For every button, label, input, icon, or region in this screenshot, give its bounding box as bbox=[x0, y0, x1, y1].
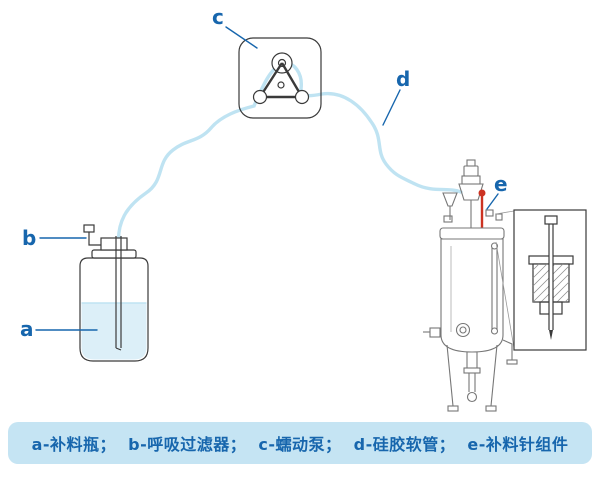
motor bbox=[463, 165, 479, 177]
pump-box bbox=[238, 37, 322, 119]
pump-hub bbox=[277, 81, 285, 89]
leader-e bbox=[486, 193, 499, 210]
filter-elbow-pipe bbox=[88, 232, 101, 246]
bottle-cap-flange bbox=[91, 249, 137, 259]
side-outlet-pipe bbox=[502, 339, 518, 365]
needle-detail-inset bbox=[495, 209, 587, 351]
silicone-tube bbox=[116, 61, 463, 250]
vessel-port bbox=[455, 322, 471, 338]
bottle-liquid bbox=[81, 303, 147, 360]
label-c: c bbox=[212, 5, 224, 29]
feed-needle-assembly bbox=[478, 189, 486, 230]
motor-mount bbox=[458, 183, 484, 201]
breathing-filter-port bbox=[83, 224, 101, 246]
motor-knob bbox=[466, 159, 476, 167]
head-nozzle-right bbox=[485, 209, 494, 217]
head-nozzle-far-right bbox=[495, 213, 503, 221]
feed-bottle bbox=[79, 224, 149, 362]
callout-line-top bbox=[495, 210, 515, 215]
bottle-neck bbox=[100, 237, 128, 251]
pump-roller-left bbox=[252, 89, 268, 105]
motor-coupling bbox=[461, 175, 481, 185]
head-plate bbox=[439, 227, 505, 240]
head-nozzle-left bbox=[443, 215, 453, 223]
peristaltic-pump bbox=[238, 37, 322, 119]
filter-cap bbox=[83, 224, 95, 233]
fitting-hatch bbox=[532, 263, 570, 303]
vessel-port-inner bbox=[459, 326, 467, 334]
addition-funnel bbox=[442, 192, 458, 207]
label-e: e bbox=[494, 172, 508, 196]
sight-glass bbox=[490, 242, 499, 335]
detail-needle bbox=[544, 215, 558, 340]
label-a: a bbox=[20, 317, 34, 341]
vessel-legs bbox=[446, 344, 498, 412]
dip-tube bbox=[115, 236, 122, 351]
pump-roller-right bbox=[294, 89, 310, 105]
legend-caption: a-补料瓶； b-呼吸过滤器； c-蠕动泵； d-硅胶软管； e-补料针组件 bbox=[8, 422, 592, 464]
leader-d bbox=[382, 89, 401, 126]
label-b: b bbox=[22, 226, 36, 250]
leader-c bbox=[225, 26, 258, 49]
callout-line-bottom bbox=[495, 241, 515, 349]
vessel-body bbox=[440, 238, 504, 353]
bioreactor-vessel bbox=[423, 159, 518, 412]
callout-labels: a b c d e bbox=[20, 5, 508, 341]
side-valve bbox=[429, 327, 441, 338]
label-d: d bbox=[396, 67, 410, 91]
pump-roller-top-hub bbox=[277, 58, 287, 68]
bottom-drain bbox=[463, 352, 481, 403]
